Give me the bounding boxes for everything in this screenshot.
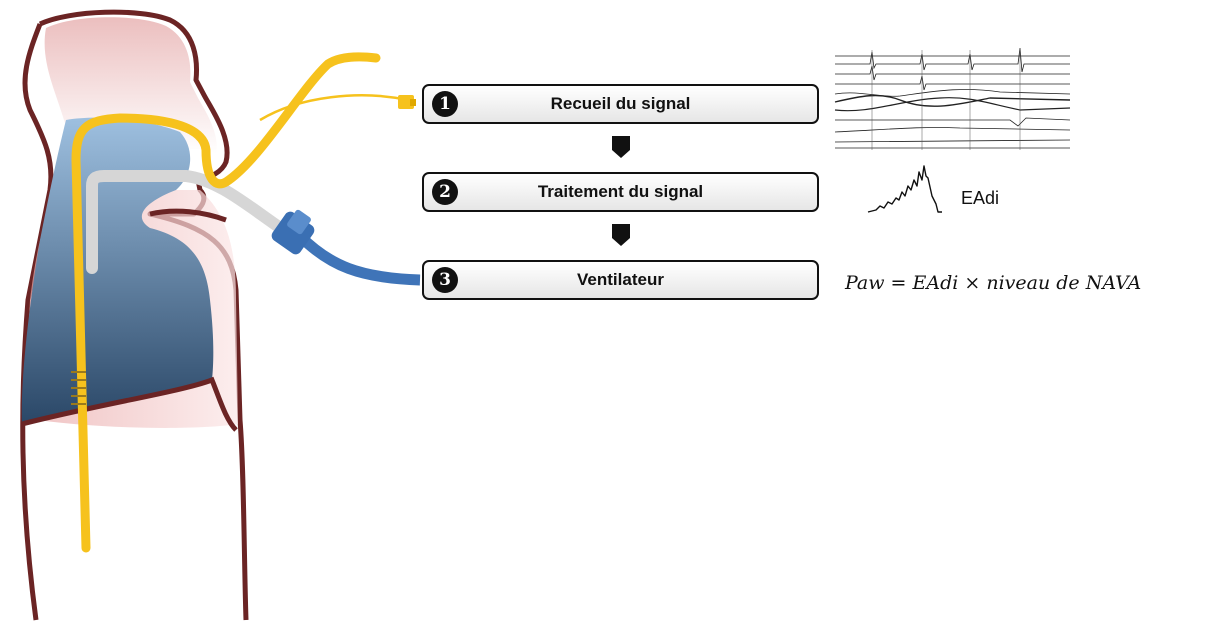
nava-formula: Paw = EAdi × niveau de NAVA	[845, 272, 1142, 294]
step-1-box: 1 Recueil du signal	[422, 84, 819, 124]
step-3-box: 3 Ventilateur	[422, 260, 819, 300]
step-3-number: 3	[432, 267, 458, 293]
eadi-waveform-icon	[867, 165, 942, 213]
step-2-box: 2 Traitement du signal	[422, 172, 819, 212]
step-3-label: Ventilateur	[577, 270, 664, 289]
down-arrow-icon	[612, 224, 630, 246]
connector-icon	[271, 209, 421, 286]
emg-traces-icon	[834, 47, 1071, 150]
step-1-label: Recueil du signal	[550, 94, 691, 113]
step-2-number: 2	[432, 179, 458, 205]
step-2-label: Traitement du signal	[537, 182, 704, 201]
eadi-label: EAdi	[961, 188, 1000, 208]
lung-icon	[21, 117, 214, 424]
step-1-number: 1	[432, 91, 458, 117]
catheter-icon	[71, 52, 416, 553]
endotracheal-tube-icon	[86, 170, 298, 274]
down-arrow-icon	[612, 136, 630, 158]
